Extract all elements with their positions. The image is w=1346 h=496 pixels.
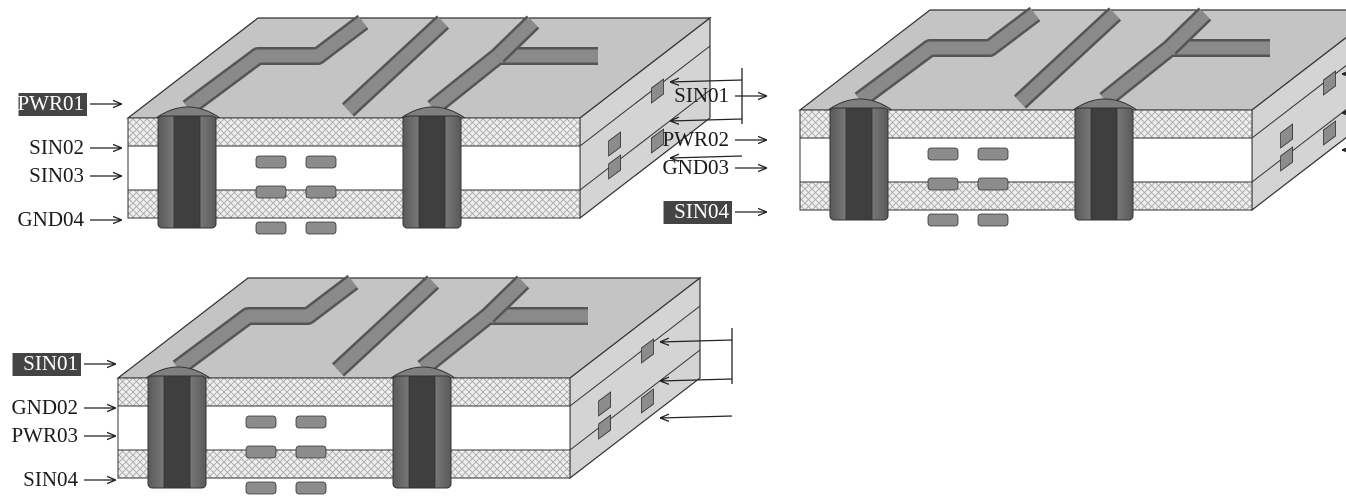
side-pointer-arrow — [670, 119, 743, 121]
side-pointer-arrow — [660, 340, 733, 342]
via-hole — [163, 375, 191, 489]
side-pad — [641, 338, 654, 364]
via-hole — [845, 107, 873, 221]
inner-pad — [295, 481, 327, 495]
inner-pad — [927, 213, 959, 227]
label-highlight-box — [12, 353, 81, 376]
inner-pad — [295, 445, 327, 459]
layer-label-2: GND02 — [12, 395, 116, 419]
inner-pad — [295, 415, 327, 429]
layer-name: SIN02 — [29, 135, 84, 159]
trace-middle-face — [343, 17, 448, 115]
layer-name: SIN03 — [29, 163, 84, 187]
via-cap — [389, 366, 457, 379]
layer-label-1: SIN01 — [12, 351, 116, 376]
side-pad — [608, 131, 621, 157]
layer-name: SIN04 — [23, 467, 78, 491]
trace-left-face — [184, 16, 367, 114]
side-pad — [1280, 123, 1293, 149]
layer-name: GND04 — [18, 207, 85, 231]
inner-pad — [977, 213, 1009, 227]
side-pad — [608, 154, 621, 180]
side-pad — [641, 388, 654, 414]
inner-pad — [245, 415, 277, 429]
side-pointer-arrow — [1342, 148, 1346, 150]
inner-pad — [245, 445, 277, 459]
trace-middle-face — [333, 277, 438, 375]
via-cap — [399, 106, 467, 119]
side-pad — [598, 414, 611, 440]
label-highlight-box — [18, 93, 87, 116]
side-layer-seam — [1251, 65, 1346, 139]
side-pad — [1323, 120, 1336, 146]
layer-label-4: SIN04 — [663, 199, 767, 224]
trace-left-face — [856, 8, 1039, 106]
layer-name: SIN04 — [674, 199, 729, 223]
via-cap — [1071, 98, 1139, 111]
inner-pad — [927, 177, 959, 191]
layer-name: GND02 — [12, 395, 79, 419]
side-pad — [651, 128, 664, 154]
layer-label-3: SIN03 — [29, 163, 122, 187]
inner-pad — [305, 155, 337, 169]
side-layer-seam — [569, 305, 701, 407]
layer-name: GND03 — [663, 155, 730, 179]
layer-name: PWR01 — [17, 91, 84, 115]
via-cap — [144, 366, 212, 379]
side-pad — [1280, 146, 1293, 172]
side-pointer-arrow — [660, 379, 733, 381]
inner-pad — [245, 481, 277, 495]
layer-label-3: GND03 — [663, 155, 767, 179]
layer-label-2: SIN02 — [29, 135, 122, 159]
trace-middle-face — [1015, 9, 1120, 107]
side-pointer-arrow — [670, 156, 743, 158]
side-pad — [1323, 70, 1336, 96]
via-hole — [173, 115, 201, 229]
via-hole — [1090, 107, 1118, 221]
inner-pad — [305, 185, 337, 199]
inner-pad — [927, 147, 959, 161]
layer-label-3: PWR03 — [11, 423, 116, 447]
via-cap — [154, 106, 222, 119]
layer-label-1: SIN01 — [674, 83, 767, 107]
side-pad — [651, 78, 664, 104]
trace-left-face — [174, 276, 357, 374]
layer-label-4: GND04 — [18, 207, 122, 231]
side-layer-seam — [579, 89, 711, 191]
side-pointer-arrow — [660, 416, 733, 418]
layer-label-2: PWR02 — [662, 127, 767, 151]
via-hole — [418, 115, 446, 229]
via-cap — [826, 98, 894, 111]
inner-pad — [255, 185, 287, 199]
inner-pad — [977, 177, 1009, 191]
layer-name: SIN01 — [674, 83, 729, 107]
inner-pad — [255, 155, 287, 169]
side-pad — [598, 391, 611, 417]
label-highlight-box — [663, 201, 732, 224]
side-layer-seam — [569, 349, 701, 451]
inner-pad — [977, 147, 1009, 161]
trace-right-branch-face — [1165, 9, 1210, 53]
layer-label-4: SIN04 — [23, 467, 116, 491]
layer-name: PWR03 — [11, 423, 78, 447]
layer-label-1: PWR01 — [17, 91, 122, 116]
layer-name: PWR02 — [662, 127, 729, 151]
via-hole — [408, 375, 436, 489]
layer-name: SIN01 — [23, 351, 78, 375]
side-pointer-arrow — [670, 80, 743, 82]
inner-pad — [255, 221, 287, 235]
side-layer-seam — [579, 45, 711, 147]
trace-right-branch-face — [483, 277, 528, 321]
inner-pad — [305, 221, 337, 235]
trace-right-branch-face — [493, 17, 538, 61]
side-layer-seam — [1251, 109, 1346, 183]
